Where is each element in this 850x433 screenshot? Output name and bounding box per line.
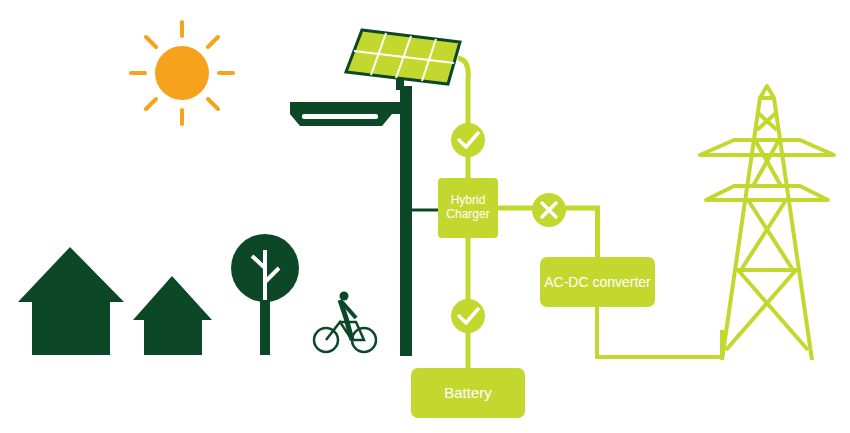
cyclist [314, 292, 376, 353]
process-box: Hybrid Charger [438, 178, 498, 238]
node-label: Battery [444, 384, 492, 401]
solar-panel [346, 30, 460, 90]
house [18, 247, 124, 355]
node-label: AC-DC converter [544, 274, 651, 290]
lamp-head [290, 102, 412, 126]
lamp-pole [400, 86, 412, 356]
panel-wire [458, 58, 468, 178]
node-label: Hybrid Charger [442, 194, 494, 222]
check-icon [451, 299, 485, 333]
cross-icon [532, 193, 566, 227]
check-icon [451, 123, 485, 157]
tree [231, 234, 299, 355]
pole-link [412, 209, 440, 212]
process-box: AC-DC converter [540, 257, 655, 307]
grid-wire [597, 305, 722, 357]
transmission-tower [700, 86, 834, 360]
process-box: Battery [411, 368, 525, 418]
sun [131, 22, 233, 124]
house [133, 276, 212, 355]
